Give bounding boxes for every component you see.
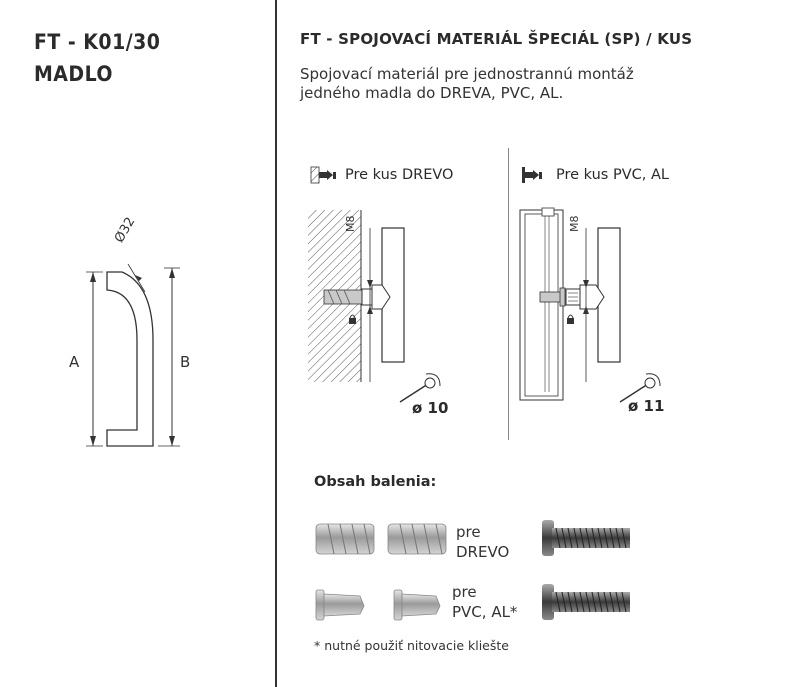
- description-line1: Spojovací materiál pre jednostrannú mont…: [300, 65, 634, 83]
- dimension-b-label: B: [180, 353, 191, 371]
- rivet-nut-1: [315, 589, 365, 621]
- pvc-label: Pre kus PVC, AL: [556, 167, 669, 183]
- pvc-drill-size: ø 11: [628, 397, 665, 415]
- pvc-bolt: [542, 584, 630, 620]
- product-name: MADLO: [34, 62, 113, 86]
- wood-insert-2: [387, 523, 447, 555]
- wood-pack-label-1: pre: [456, 523, 481, 541]
- section-title: FT - SPOJOVACÍ MATERIÁL ŠPECIÁL (SP) / K…: [300, 30, 693, 48]
- panel-divider: [275, 0, 277, 687]
- rivet-nut-2: [393, 589, 441, 621]
- pvc-pack-label-2: PVC, AL*: [452, 603, 518, 621]
- diagram-separator: [508, 148, 509, 440]
- footnote: * nutné použiť nitovacie kliešte: [314, 638, 509, 653]
- wood-label: Pre kus DREVO: [345, 167, 454, 183]
- description-line2: jedného madla do DREVA, PVC, AL.: [300, 84, 564, 102]
- dimension-a-label: A: [69, 353, 80, 371]
- package-title: Obsah balenia:: [314, 474, 437, 490]
- wood-bolt: [542, 520, 630, 556]
- pvc-pack-label-1: pre: [452, 583, 477, 601]
- wood-insert-1: [315, 523, 375, 555]
- wood-pack-label-2: DREVO: [456, 543, 510, 561]
- product-code: FT - K01/30: [34, 30, 161, 54]
- wood-drill-size: ø 10: [412, 399, 449, 417]
